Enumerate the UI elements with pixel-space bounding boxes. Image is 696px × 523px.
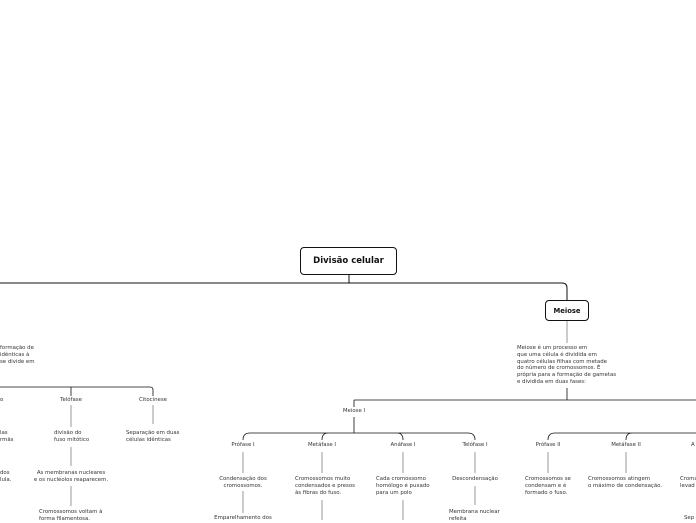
citocinese-detail: Separação em duas células idênticas [126, 430, 180, 443]
connector-mitose-branch [0, 386, 154, 396]
anafase1-label[interactable]: Anáfase I [390, 442, 416, 448]
meiose-node[interactable]: Meiose [545, 300, 589, 321]
mitose-description-fragment: formação de idênticas à se divide em [0, 345, 35, 365]
citocinese-label[interactable]: Citocinese [139, 397, 167, 403]
anafase2-detail2: Sep [684, 515, 695, 521]
telofase-detail2: As membranas nucleares e os nucléolos re… [33, 470, 109, 483]
anafase2-detail: Croma levad [680, 476, 696, 489]
metafase2-detail: Cromossomos atingem o máximo de condensa… [588, 476, 663, 489]
telofase1-detail2: Membrana nuclear refeita [449, 509, 500, 522]
telofase1-detail: Descondensação [452, 476, 498, 482]
mitose-phase-fragment-detail2: dos lula. [0, 470, 12, 483]
root-node[interactable]: Divisão celular [300, 247, 397, 275]
meiose-description: Meiose é um processo em que uma célula é… [517, 345, 617, 385]
telofase-label[interactable]: Telófase [60, 397, 82, 403]
connector-root-branch [0, 274, 568, 300]
profase1-detail2: Emparelhamento dos [214, 515, 272, 521]
meiose-label: Meiose [553, 306, 581, 315]
profase1-detail: Condensação dos cromossomos. [219, 476, 267, 489]
connector-desc-meiose1 [353, 388, 696, 407]
profase2-detail: Cromossomos se condensam e é formado o f… [525, 476, 571, 496]
connector-meiose1-phases [242, 417, 476, 441]
root-label: Divisão celular [313, 256, 384, 266]
telofase-detail3: Cromossomos voltam à forma filamentosa. [39, 509, 103, 522]
meiose1-label[interactable]: Meiose I [342, 408, 366, 414]
mitose-phase-fragment-label[interactable]: o [0, 397, 4, 403]
metafase1-label[interactable]: Metáfase I [307, 442, 336, 448]
anafase2-label[interactable]: A [691, 442, 695, 448]
anafase1-detail: Cada cromossomo homólogo é puxado para u… [376, 476, 430, 496]
profase1-label[interactable]: Prófase I [231, 442, 255, 448]
profase2-label[interactable]: Prófase II [535, 442, 561, 448]
metafase1-detail: Cromossomos muito condensados e presos à… [295, 476, 355, 496]
telofase1-label[interactable]: Telófase I [462, 442, 488, 448]
connector-meiose2-phases [547, 432, 696, 441]
mitose-phase-fragment-detail: las rmãs [0, 430, 14, 443]
telofase-detail: divisão do fuso mitótico [54, 430, 90, 443]
metafase2-label[interactable]: Metáfase II [611, 442, 641, 448]
